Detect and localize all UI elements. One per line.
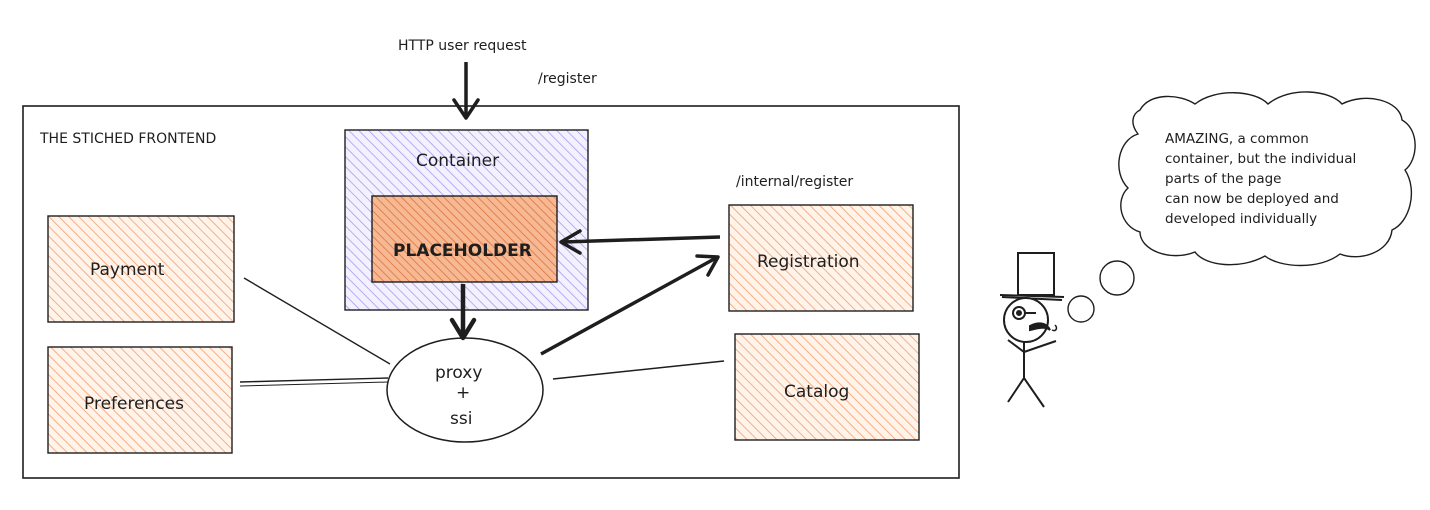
container-label: Container xyxy=(416,151,499,171)
placeholder-to-proxy-arrow-head xyxy=(449,317,477,341)
proxy-line2: + xyxy=(456,383,470,403)
thought-line-4: can now be deployed and xyxy=(1165,191,1339,207)
catalog-label: Catalog xyxy=(784,382,849,402)
thought-line-1: AMAZING, a common xyxy=(1165,131,1309,147)
registration-label: Registration xyxy=(757,252,860,272)
thought-line-2: container, but the individual xyxy=(1165,151,1356,167)
proxy-line1: proxy xyxy=(435,363,482,383)
frontend-frame xyxy=(22,105,960,479)
catalog-connector xyxy=(552,360,725,380)
payment-label: Payment xyxy=(90,260,165,280)
registration-to-placeholder-arrow-head xyxy=(559,229,582,255)
payment-connector xyxy=(243,277,391,365)
http-request-label: HTTP user request xyxy=(398,38,527,54)
thought-text: AMAZING, a common container, but the ind… xyxy=(1165,131,1356,227)
register-path-label: /register xyxy=(538,71,597,87)
registration-to-placeholder-arrow xyxy=(562,235,721,244)
top-hat-icon xyxy=(1017,252,1055,296)
payment-box xyxy=(47,215,235,323)
preferences-label: Preferences xyxy=(84,394,184,414)
placeholder-label: PLACEHOLDER xyxy=(393,241,532,261)
thought-bubble xyxy=(1118,91,1416,267)
proxy-line3: ssi xyxy=(450,409,472,429)
thought-dot-small xyxy=(1067,295,1095,323)
internal-register-label: /internal/register xyxy=(736,174,853,190)
stick-figure-icon xyxy=(999,252,1065,408)
preferences-box xyxy=(47,346,233,454)
thought-line-5: developed individually xyxy=(1165,211,1317,227)
proxy-to-registration-arrow-head xyxy=(695,254,720,277)
registration-box xyxy=(728,204,914,312)
preferences-connector-sketch xyxy=(239,381,389,387)
mustache-icon xyxy=(1029,322,1051,332)
frontend-title: THE STICHED FRONTEND xyxy=(39,131,216,147)
placeholder-box xyxy=(371,195,558,283)
thought-dot-large xyxy=(1099,260,1135,296)
proxy-to-registration-arrow xyxy=(540,256,717,356)
catalog-box xyxy=(734,333,920,441)
thought-line-3: parts of the page xyxy=(1165,171,1281,187)
preferences-connector xyxy=(239,377,389,383)
